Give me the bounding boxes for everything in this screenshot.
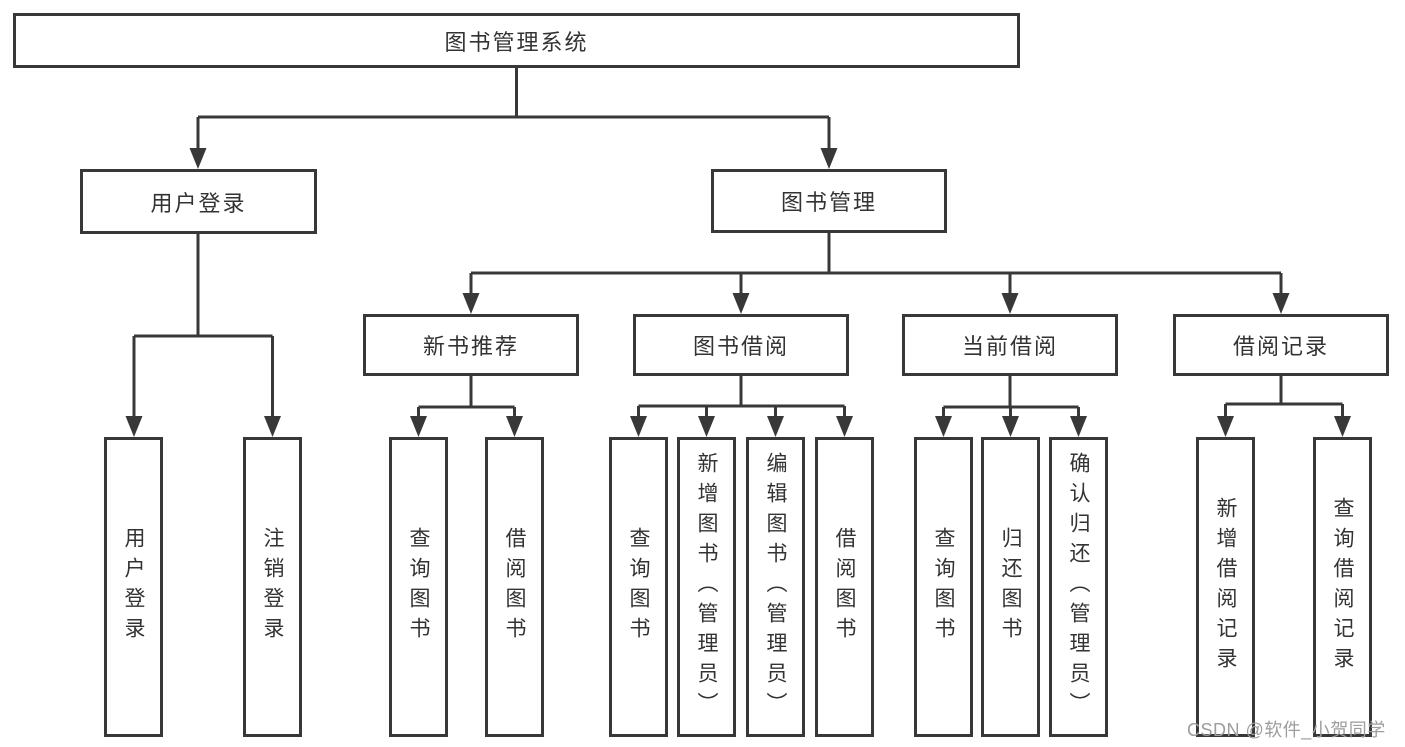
- leaf-label: 用户登录: [122, 527, 145, 647]
- node-library-management-system: 图书管理系统: [13, 13, 1020, 68]
- node-label: 新书推荐: [422, 334, 519, 359]
- leaf-borrow-book: 借阅图书: [815, 437, 874, 737]
- leaf-label: 归还图书: [999, 527, 1022, 647]
- leaf-query-book-recommend: 查询图书: [389, 437, 448, 737]
- leaf-query-book-borrow: 查询图书: [609, 437, 668, 737]
- leaf-return-book: 归还图书: [981, 437, 1040, 737]
- leaf-label: 查询图书: [627, 527, 650, 647]
- leaf-label: 查询借阅记录: [1331, 497, 1354, 677]
- leaf-label: 确认归还（管理员）: [1067, 452, 1090, 722]
- node-label: 用户登录: [150, 190, 247, 216]
- node-book-management: 图书管理: [711, 169, 947, 233]
- leaf-label: 借阅图书: [833, 527, 856, 647]
- node-new-book-recommend: 新书推荐: [363, 314, 579, 376]
- leaf-label: 注销登录: [261, 527, 284, 647]
- node-label: 图书管理: [780, 190, 877, 215]
- leaf-add-borrow-record: 新增借阅记录: [1196, 437, 1255, 737]
- node-label: 图书借阅: [692, 334, 789, 359]
- leaf-label: 借阅图书: [503, 527, 526, 647]
- node-label: 当前借阅: [961, 334, 1058, 359]
- leaf-label: 查询图书: [407, 527, 430, 647]
- leaf-user-login: 用户登录: [104, 437, 163, 737]
- leaf-borrow-book-recommend: 借阅图书: [485, 437, 544, 737]
- leaf-label: 新增借阅记录: [1214, 497, 1237, 677]
- leaf-label: 查询图书: [932, 527, 955, 647]
- node-label: 借阅记录: [1232, 334, 1329, 359]
- leaf-confirm-return-admin: 确认归还（管理员）: [1049, 437, 1108, 737]
- leaf-logout: 注销登录: [243, 437, 302, 737]
- leaf-query-book-current: 查询图书: [914, 437, 973, 737]
- node-current-borrow: 当前借阅: [902, 314, 1118, 376]
- node-book-borrow: 图书借阅: [633, 314, 849, 376]
- node-borrow-record: 借阅记录: [1173, 314, 1389, 376]
- leaf-label: 新增图书（管理员）: [695, 452, 718, 722]
- node-label: 图书管理系统: [444, 29, 589, 55]
- csdn-watermark: CSDN @软件_小贺同学: [1187, 720, 1386, 740]
- node-user-login: 用户登录: [80, 169, 317, 234]
- leaf-edit-book-admin: 编辑图书（管理员）: [746, 437, 805, 737]
- leaf-label: 编辑图书（管理员）: [764, 452, 787, 722]
- leaf-query-borrow-record: 查询借阅记录: [1313, 437, 1372, 737]
- connector-lines: [132, 68, 1344, 420]
- leaf-add-book-admin: 新增图书（管理员）: [677, 437, 736, 737]
